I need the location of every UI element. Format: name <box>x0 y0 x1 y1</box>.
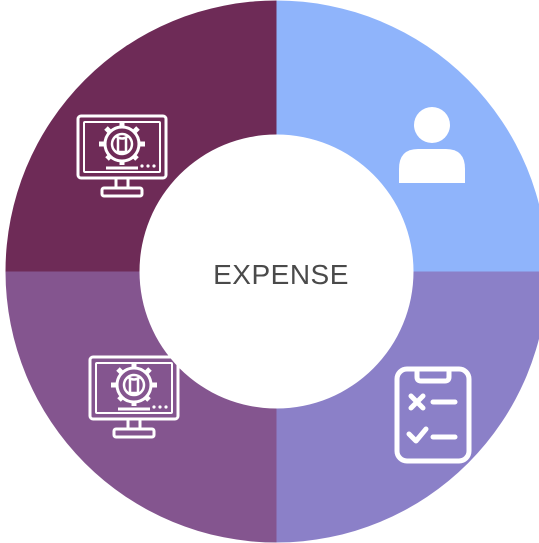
segment-top-right <box>276 0 539 272</box>
segment-bottom-right <box>276 271 539 543</box>
segment-top-left <box>5 0 277 272</box>
checklist-clipboard-icon <box>394 366 472 464</box>
center-label: EXPENSE <box>213 259 349 290</box>
center-circle <box>140 135 413 408</box>
segment-bottom-left <box>5 271 277 543</box>
user-icon <box>399 107 465 183</box>
